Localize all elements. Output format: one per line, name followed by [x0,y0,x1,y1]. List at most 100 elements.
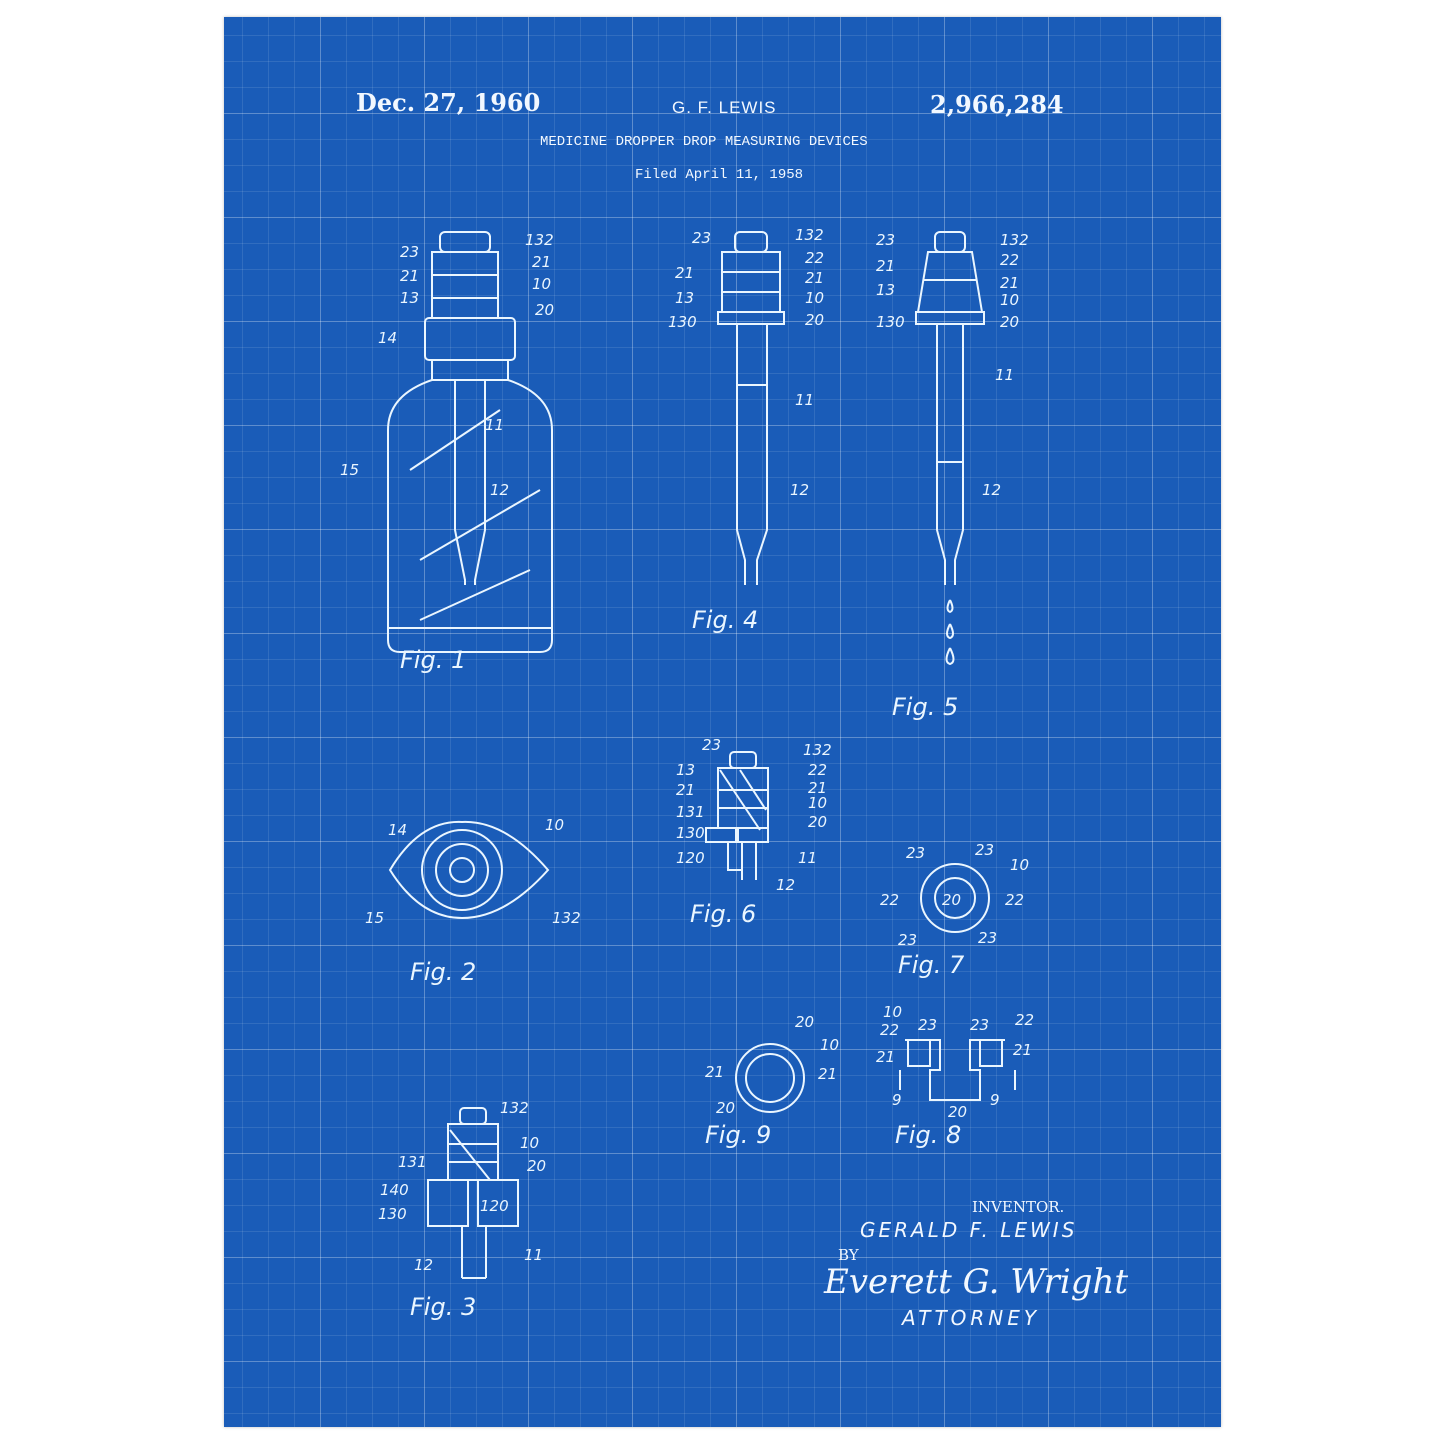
callout-number: 132 [525,231,554,249]
callout-number: 20 [535,301,554,319]
callout-number: 120 [480,1197,509,1215]
callout-number: 132 [1000,231,1029,249]
callout-number: 22 [805,249,824,267]
patent-title: MEDICINE DROPPER DROP MEASURING DEVICES [540,134,868,150]
figure-label: Fig. 2 [410,958,476,986]
callout-number: 9 [990,1091,1000,1109]
callout-number: 21 [1013,1041,1032,1059]
callout-number: 15 [340,461,359,479]
patent-date: Dec. 27, 1960 [356,88,541,117]
callout-number: 22 [880,1021,899,1039]
callout-number: 10 [883,1003,902,1021]
callout-number: 20 [527,1157,546,1175]
callout-number: 21 [805,269,824,287]
figure-label: Fig. 8 [895,1121,961,1149]
callout-number: 14 [388,821,407,839]
callout-number: 13 [676,761,695,779]
callout-number: 20 [942,891,961,909]
fig7-ring-drawing [920,863,990,933]
callout-number: 10 [520,1134,539,1152]
inventor-header: G. F. LEWIS [672,98,777,117]
callout-number: 20 [805,311,824,329]
callout-number: 11 [795,391,814,409]
callout-number: 132 [803,741,832,759]
callout-number: 132 [552,909,581,927]
callout-number: 21 [676,781,695,799]
callout-number: 11 [798,849,817,867]
fig8-section-drawing [899,1039,1016,1101]
fig9-ring-drawing [735,1043,805,1113]
callout-number: 10 [545,816,564,834]
callout-number: 21 [705,1063,724,1081]
callout-number: 23 [978,929,997,947]
fig4-dropper-drawing [717,231,785,585]
inventor-label: INVENTOR. [972,1198,1065,1216]
fig3-section-drawing [427,1107,519,1279]
figure-label: Fig. 3 [410,1293,476,1321]
callout-number: 20 [795,1013,814,1031]
callout-number: 10 [1000,291,1019,309]
callout-number: 9 [892,1091,902,1109]
callout-number: 23 [918,1016,937,1034]
callout-number: 130 [378,1205,407,1223]
figure-label: Fig. 7 [898,951,965,979]
fig6-section-drawing [705,751,769,880]
callout-number: 10 [532,275,551,293]
callout-number: 13 [400,289,419,307]
callout-number: 12 [982,481,1001,499]
callout-number: 21 [675,264,694,282]
callout-number: 20 [1000,313,1019,331]
callout-number: 131 [676,803,705,821]
callout-number: 23 [970,1016,989,1034]
callout-number: 23 [906,844,925,862]
figure-label: Fig. 5 [892,693,958,721]
callout-number: 21 [808,779,827,797]
figure-label: Fig. 4 [692,606,758,634]
callout-number: 120 [676,849,705,867]
callout-number: 11 [995,366,1014,384]
callout-number: 12 [490,481,509,499]
callout-number: 20 [716,1099,735,1117]
callout-number: 23 [898,931,917,949]
callout-number: 21 [1000,274,1019,292]
callout-number: 10 [1010,856,1029,874]
patent-number: 2,966,284 [930,90,1064,119]
attorney-signature: Everett G. Wright [824,1262,1129,1302]
callout-number: 12 [776,876,795,894]
callout-number: 10 [808,794,827,812]
callout-number: 13 [876,281,895,299]
callout-number: 23 [876,231,895,249]
callout-number: 11 [485,416,504,434]
callout-number: 20 [948,1103,967,1121]
callout-number: 23 [692,229,711,247]
fig1-bottle-drawing [387,231,553,653]
callout-number: 23 [400,243,419,261]
figure-label: Fig. 6 [690,900,756,928]
callout-number: 22 [1015,1011,1034,1029]
callout-number: 132 [795,226,824,244]
callout-number: 22 [1000,251,1019,269]
callout-number: 12 [414,1256,433,1274]
by-label: BY [838,1246,859,1264]
callout-number: 22 [880,891,899,909]
callout-number: 23 [975,841,994,859]
callout-number: 21 [400,267,419,285]
callout-number: 23 [702,736,721,754]
callout-number: 15 [365,909,384,927]
callout-number: 21 [818,1065,837,1083]
callout-number: 132 [500,1099,529,1117]
callout-number: 21 [532,253,551,271]
callout-number: 130 [876,313,905,331]
attorney-label: ATTORNEY [902,1306,1041,1330]
callout-number: 21 [876,1048,895,1066]
callout-number: 131 [398,1153,427,1171]
callout-number: 130 [668,313,697,331]
filed-date: Filed April 11, 1958 [635,167,804,183]
figure-label: Fig. 1 [400,646,466,674]
fig5-dropper-drawing [915,231,985,666]
callout-number: 12 [790,481,809,499]
callout-number: 14 [378,329,397,347]
callout-number: 140 [380,1181,409,1199]
callout-number: 130 [676,824,705,842]
